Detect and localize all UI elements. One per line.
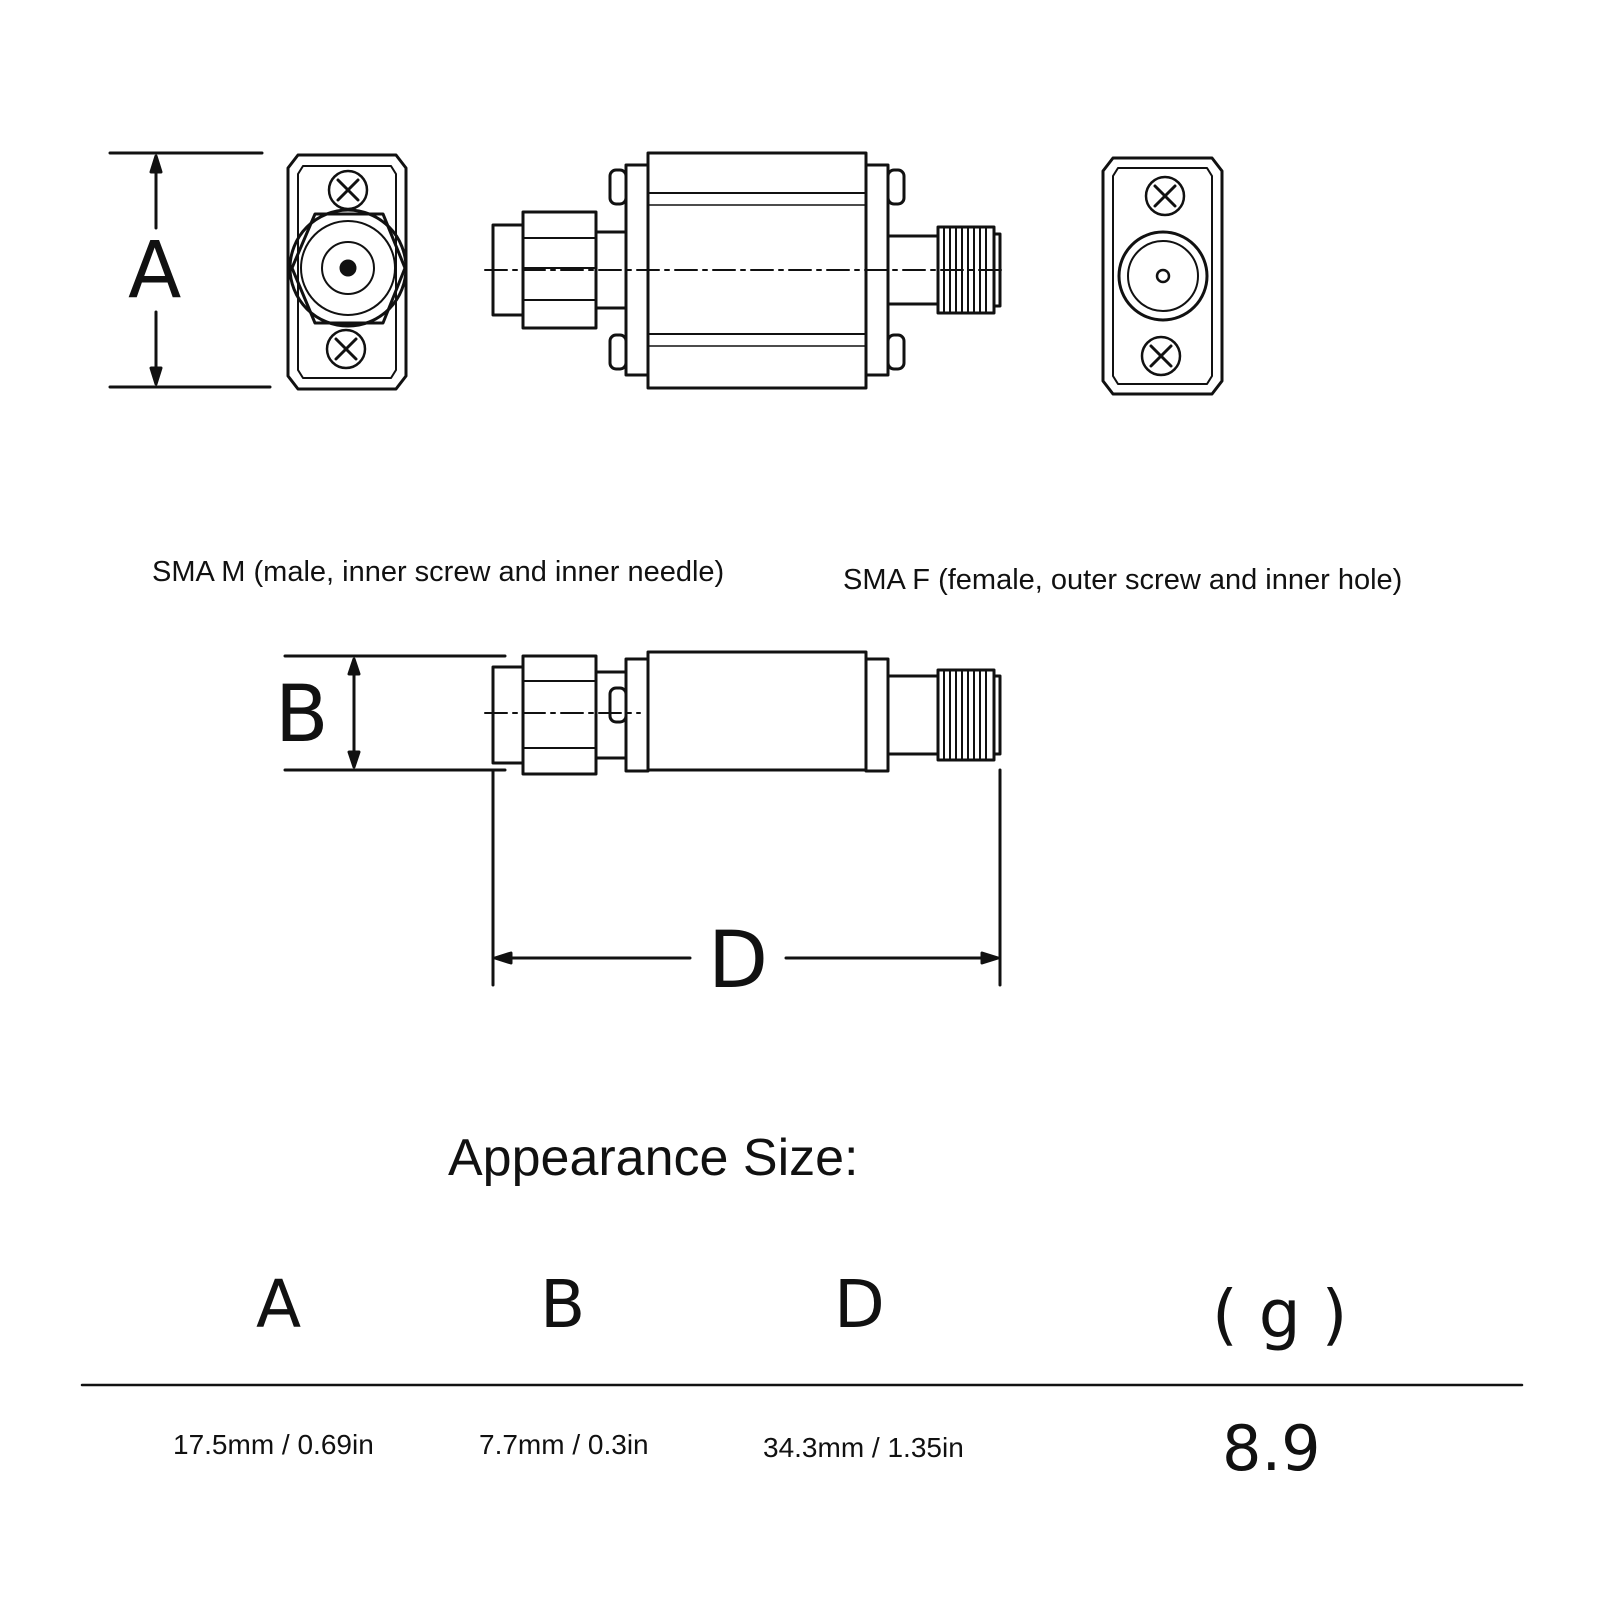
dimension-a-lines	[108, 151, 272, 389]
male-end-view	[286, 153, 408, 391]
dimension-d-lines	[491, 768, 1002, 987]
appearance-size-title: Appearance Size:	[448, 1129, 859, 1187]
table-value-b: 7.7mm / 0.3in	[479, 1429, 649, 1460]
dimension-b-lines	[283, 654, 507, 772]
female-end-view	[1101, 156, 1224, 396]
table-header-weight: ( g )	[1212, 1276, 1348, 1353]
table-header-b: B	[540, 1266, 586, 1343]
caption-sma-male: SMA M (male, inner screw and inner needl…	[152, 556, 725, 588]
side-view-bottom	[484, 650, 1002, 776]
dimension-label-a: A	[128, 226, 182, 316]
dimension-label-d: D	[708, 916, 769, 1006]
table-value-d: 34.3mm / 1.35in	[763, 1432, 964, 1463]
table-header-a: A	[256, 1266, 302, 1343]
dimension-label-b: B	[275, 670, 329, 760]
side-view-top	[484, 151, 1003, 390]
caption-sma-female: SMA F (female, outer screw and inner hol…	[843, 564, 1403, 596]
table-value-weight: 8.9	[1222, 1412, 1321, 1485]
table-header-d: D	[834, 1266, 885, 1343]
table-value-a: 17.5mm / 0.69in	[173, 1429, 374, 1460]
